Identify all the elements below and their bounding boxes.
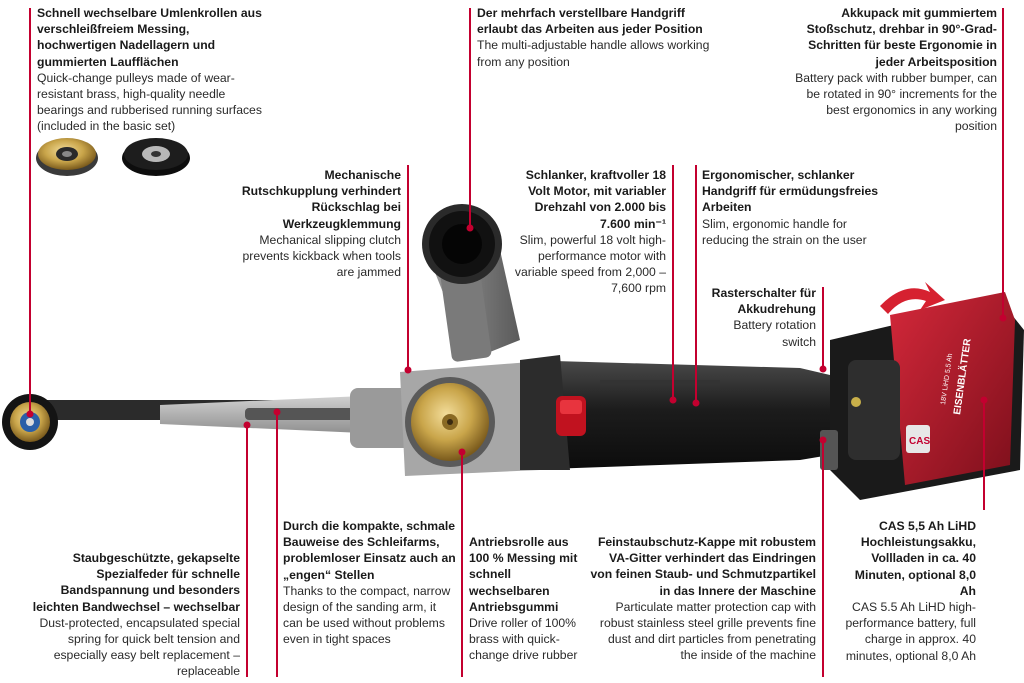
callout-battery-pack-en: Battery pack with rubber bumper, can be … <box>795 70 997 134</box>
callout-grip-de: Ergonomischer, schlanker Handgriff für e… <box>702 168 879 215</box>
leader-compact-arm <box>276 412 278 677</box>
callout-pulleys: Schnell wechselbare Umlenkrollen aus ver… <box>37 5 262 135</box>
leader-dust-cap <box>822 440 824 677</box>
leader-motor <box>672 165 674 400</box>
leader-dot-clutch <box>404 366 412 374</box>
leader-rotation-switch <box>822 287 824 369</box>
callout-handle: Der mehrfach verstellbare Handgriff erla… <box>477 5 727 70</box>
rotation-arrow-icon <box>880 282 945 314</box>
leader-dot-pulleys <box>26 410 34 418</box>
callout-motor-en: Slim, powerful 18 volt high-performance … <box>514 232 666 296</box>
callout-clutch-de: Mechanische Rutschkupplung verhindert Rü… <box>241 168 401 231</box>
leader-dot-motor <box>669 396 677 404</box>
callout-battery-cas-de: CAS 5,5 Ah LiHD Hochleistungsakku, Volll… <box>854 519 976 598</box>
callout-spring-de: Staubgeschützte, gekapselte Spezialfeder… <box>32 551 240 614</box>
drive-roller <box>400 362 540 476</box>
leader-dot-dust-cap <box>819 436 827 444</box>
front-pulley <box>2 394 58 450</box>
leader-dot-rotation-switch <box>819 365 827 373</box>
callout-motor: Schlanker, kraftvoller 18 Volt Motor, mi… <box>506 167 666 297</box>
callout-drive-roller-de: Antriebsrolle aus 100 % Messing mit schn… <box>469 535 578 614</box>
callout-compact-arm-de: Durch die kompakte, schmale Bauweise des… <box>283 519 456 582</box>
callout-battery-cas-en: CAS 5.5 Ah LiHD high-performance battery… <box>845 600 976 663</box>
callout-motor-de: Schlanker, kraftvoller 18 Volt Motor, mi… <box>525 168 666 231</box>
callout-pulleys-de: Schnell wechselbare Umlenkrollen aus ver… <box>37 6 262 69</box>
callout-drive-roller: Antriebsrolle aus 100 % Messing mit schn… <box>469 534 589 664</box>
callout-battery-pack-de: Akkupack mit gummiertem Stoßschutz, dreh… <box>806 6 997 69</box>
pulley-black-sample <box>122 138 190 176</box>
callout-battery-pack: Akkupack mit gummiertem Stoßschutz, dreh… <box>785 5 997 135</box>
callout-clutch-en: Mechanical slipping clutch prevents kick… <box>242 232 401 280</box>
leader-handle <box>469 8 471 230</box>
callout-spring: Staubgeschützte, gekapselte Spezialfeder… <box>30 550 240 680</box>
leader-grip <box>695 165 697 405</box>
battery-cas-badge: CAS <box>909 436 930 447</box>
callout-dust-cap-en: Particulate matter protection cap with r… <box>599 599 816 663</box>
leader-drive-roller <box>461 452 463 677</box>
callout-handle-en: The multi-adjustable handle allows worki… <box>477 38 710 69</box>
callout-compact-arm-en: Thanks to the compact, narrow design of … <box>283 583 451 647</box>
callout-compact-arm: Durch die kompakte, schmale Bauweise des… <box>283 518 458 648</box>
leader-battery-cas <box>983 400 985 510</box>
pulley-brass-sample <box>36 138 98 176</box>
sanding-arm <box>20 388 450 448</box>
leader-dot-battery-pack <box>999 314 1007 322</box>
leader-dot-compact-arm <box>273 408 281 416</box>
leader-battery-pack <box>1002 8 1004 318</box>
leader-clutch <box>407 165 409 370</box>
callout-rotation-switch: Rasterschalter für Akkudrehung Battery r… <box>700 285 816 350</box>
callout-dust-cap-de: Feinstaubschutz-Kappe mit robustem VA-Gi… <box>590 535 817 598</box>
leader-dot-battery-cas <box>980 396 988 404</box>
callout-spring-en: Dust-protected, encapsulated special spr… <box>39 615 240 679</box>
leader-spring <box>246 425 248 677</box>
callout-rotation-switch-en: Battery rotation switch <box>733 318 816 349</box>
callout-battery-cas: CAS 5,5 Ah LiHD Hochleistungsakku, Volll… <box>840 518 976 664</box>
leader-dot-grip <box>692 399 700 407</box>
callout-clutch: Mechanische Rutschkupplung verhindert Rü… <box>226 167 401 280</box>
battery-pack: CAS EISENBLÄTTER 18V LiHD 5,5 Ah <box>820 292 1024 500</box>
callout-rotation-switch-de: Rasterschalter für Akkudrehung <box>711 286 816 317</box>
callout-pulleys-en: Quick-change pulleys made of wear-resist… <box>37 70 262 134</box>
leader-dot-spring <box>243 421 251 429</box>
leader-pulleys <box>29 8 31 416</box>
leader-dot-drive-roller <box>458 448 466 456</box>
callout-dust-cap: Feinstaubschutz-Kappe mit robustem VA-Gi… <box>590 534 817 664</box>
leader-dot-handle <box>466 224 474 232</box>
motor-body <box>520 355 830 470</box>
adjustable-handle <box>422 204 520 362</box>
callout-handle-de: Der mehrfach verstellbare Handgriff erla… <box>477 6 703 37</box>
callout-drive-roller-en: Drive roller of 100% brass with quick-ch… <box>469 616 578 663</box>
callout-grip-en: Slim, ergonomic handle for reducing the … <box>702 216 867 247</box>
callout-grip: Ergonomischer, schlanker Handgriff für e… <box>702 167 892 248</box>
